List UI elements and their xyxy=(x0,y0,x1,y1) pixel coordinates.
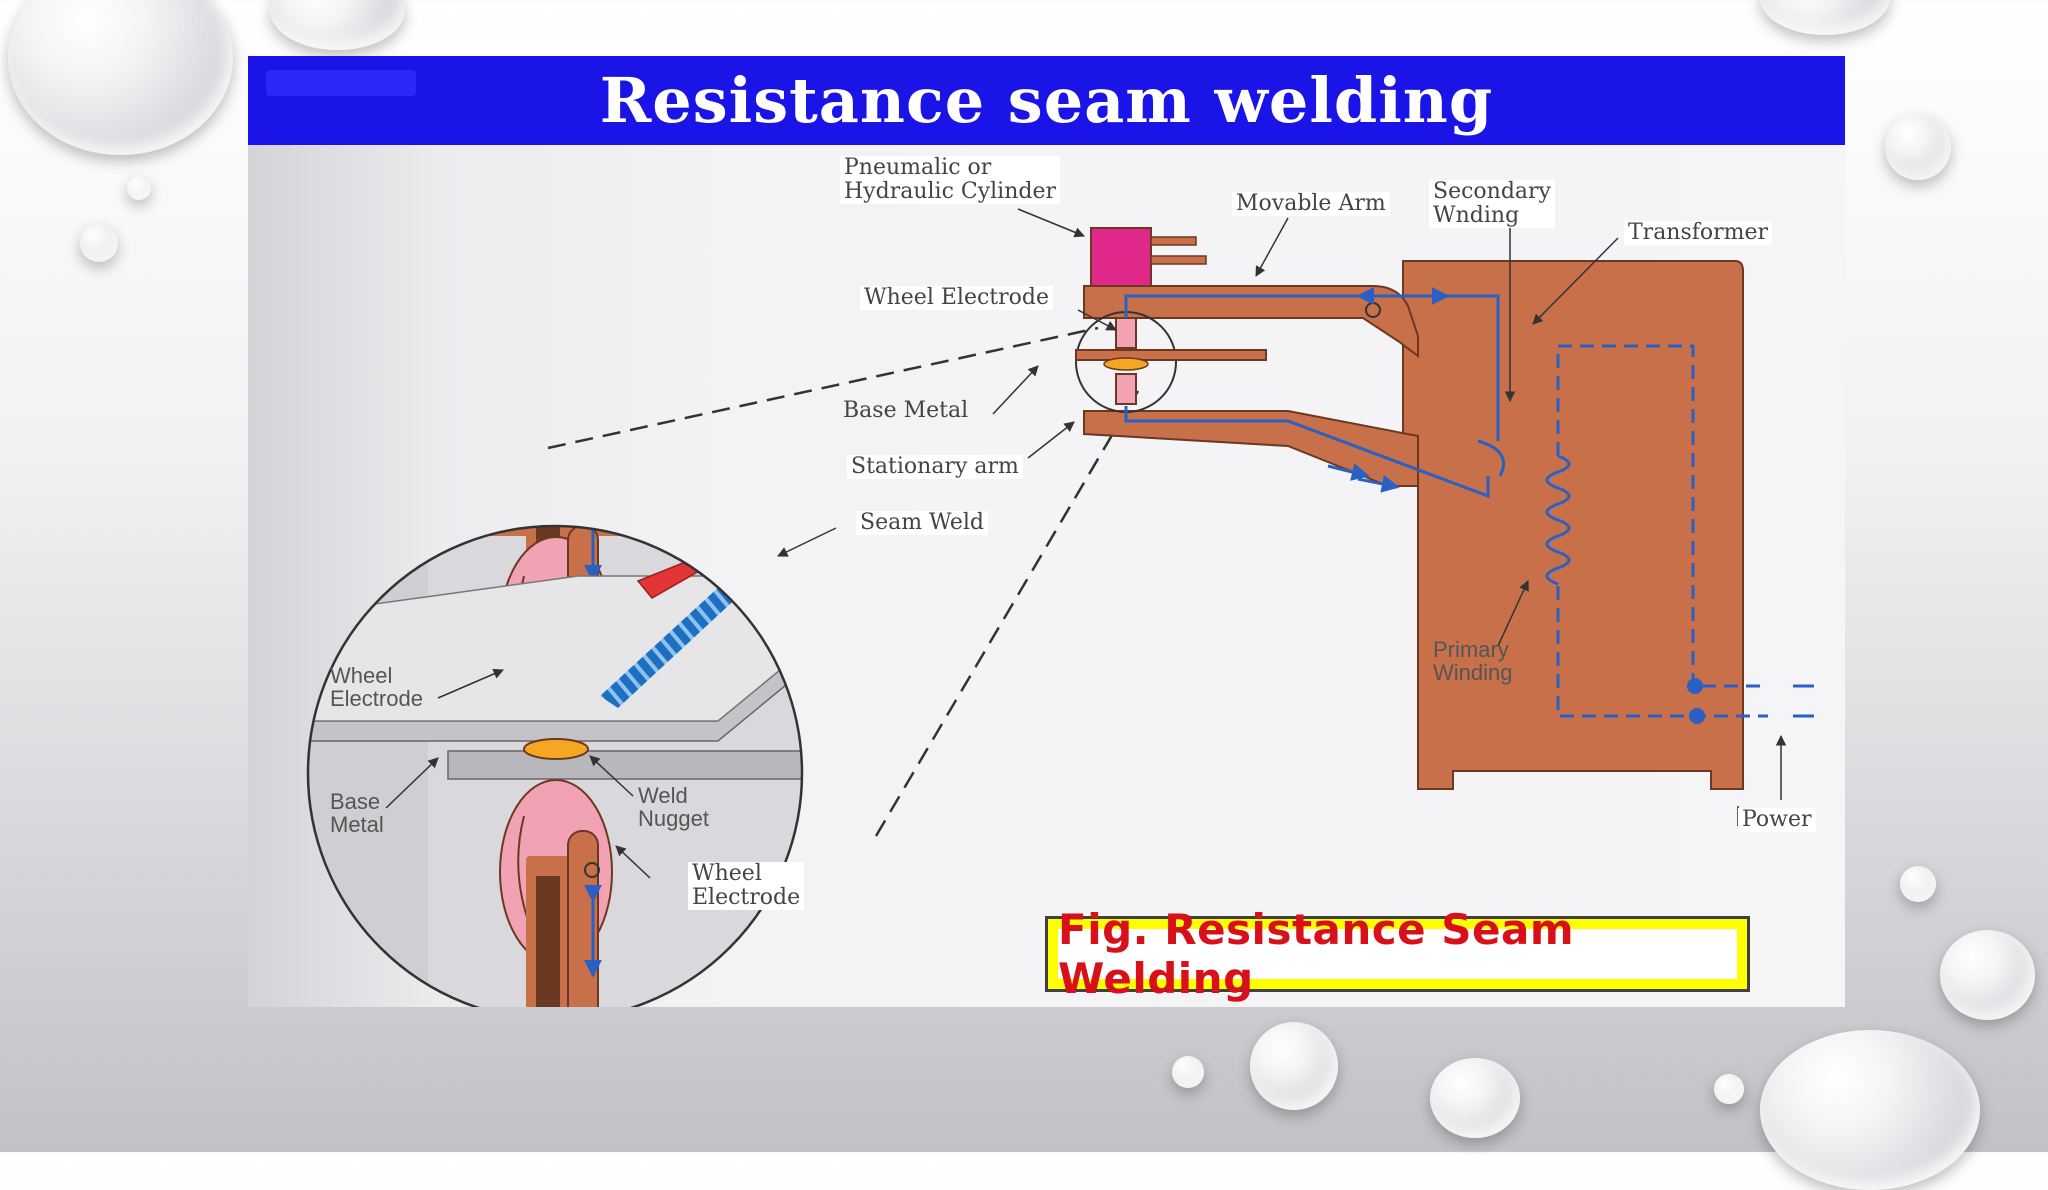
water-droplet xyxy=(1940,930,2035,1020)
water-droplet xyxy=(1885,114,1951,180)
label-movable-arm: Movable Arm xyxy=(1232,192,1390,216)
label-transformer: Transformer xyxy=(1624,221,1773,245)
water-droplet xyxy=(1714,1074,1744,1104)
label-seam-weld: Seam Weld xyxy=(856,511,989,535)
magnified-view xyxy=(306,524,804,1007)
water-droplet xyxy=(270,0,405,50)
label-primary-winding: Primary Winding xyxy=(1433,637,1513,685)
title-bar-mark xyxy=(266,70,416,96)
page-title: Resistance seam welding xyxy=(599,64,1494,137)
label-wheel-electrode-left: Wheel Electrode xyxy=(330,663,423,711)
label-base-metal-top: Base Metal xyxy=(843,398,969,423)
label-stationary-arm: Stationary arm xyxy=(847,455,1023,479)
zoom-line-bottom xyxy=(874,390,1140,837)
water-droplet xyxy=(8,0,233,155)
label-base-metal-left: Base Metal xyxy=(330,789,384,837)
water-droplet xyxy=(1760,0,1890,35)
zoom-line-top xyxy=(547,326,1099,450)
welding-diagram xyxy=(306,208,1814,1007)
water-droplet xyxy=(1900,866,1936,902)
water-droplet xyxy=(1760,1030,1980,1190)
label-wheel-electrode-bottom: Wheel Electrode xyxy=(688,862,805,910)
label-pneumatic-cylinder: Pneumalic or Hydraulic Cylinder xyxy=(840,156,1061,204)
water-droplet xyxy=(127,176,151,200)
figure-caption: Fig. Resistance Seam Welding xyxy=(1058,905,1737,1003)
water-droplet xyxy=(80,224,118,262)
water-droplet xyxy=(1430,1058,1520,1138)
water-droplet xyxy=(1172,1056,1204,1088)
label-secondary-winding: Secondary Wnding xyxy=(1429,180,1555,228)
label-wheel-electrode-top: Wheel Electrode xyxy=(860,286,1053,310)
label-weld-nugget: Weld Nugget xyxy=(638,783,709,831)
water-droplet xyxy=(1250,1022,1338,1110)
figure-caption-box: Fig. Resistance Seam Welding xyxy=(1045,905,1750,1003)
label-power: Power xyxy=(1738,808,1816,832)
welding-machine xyxy=(1075,227,1814,790)
title-bar: Resistance seam welding xyxy=(248,56,1845,145)
slide: Resistance seam welding xyxy=(248,56,1845,1007)
